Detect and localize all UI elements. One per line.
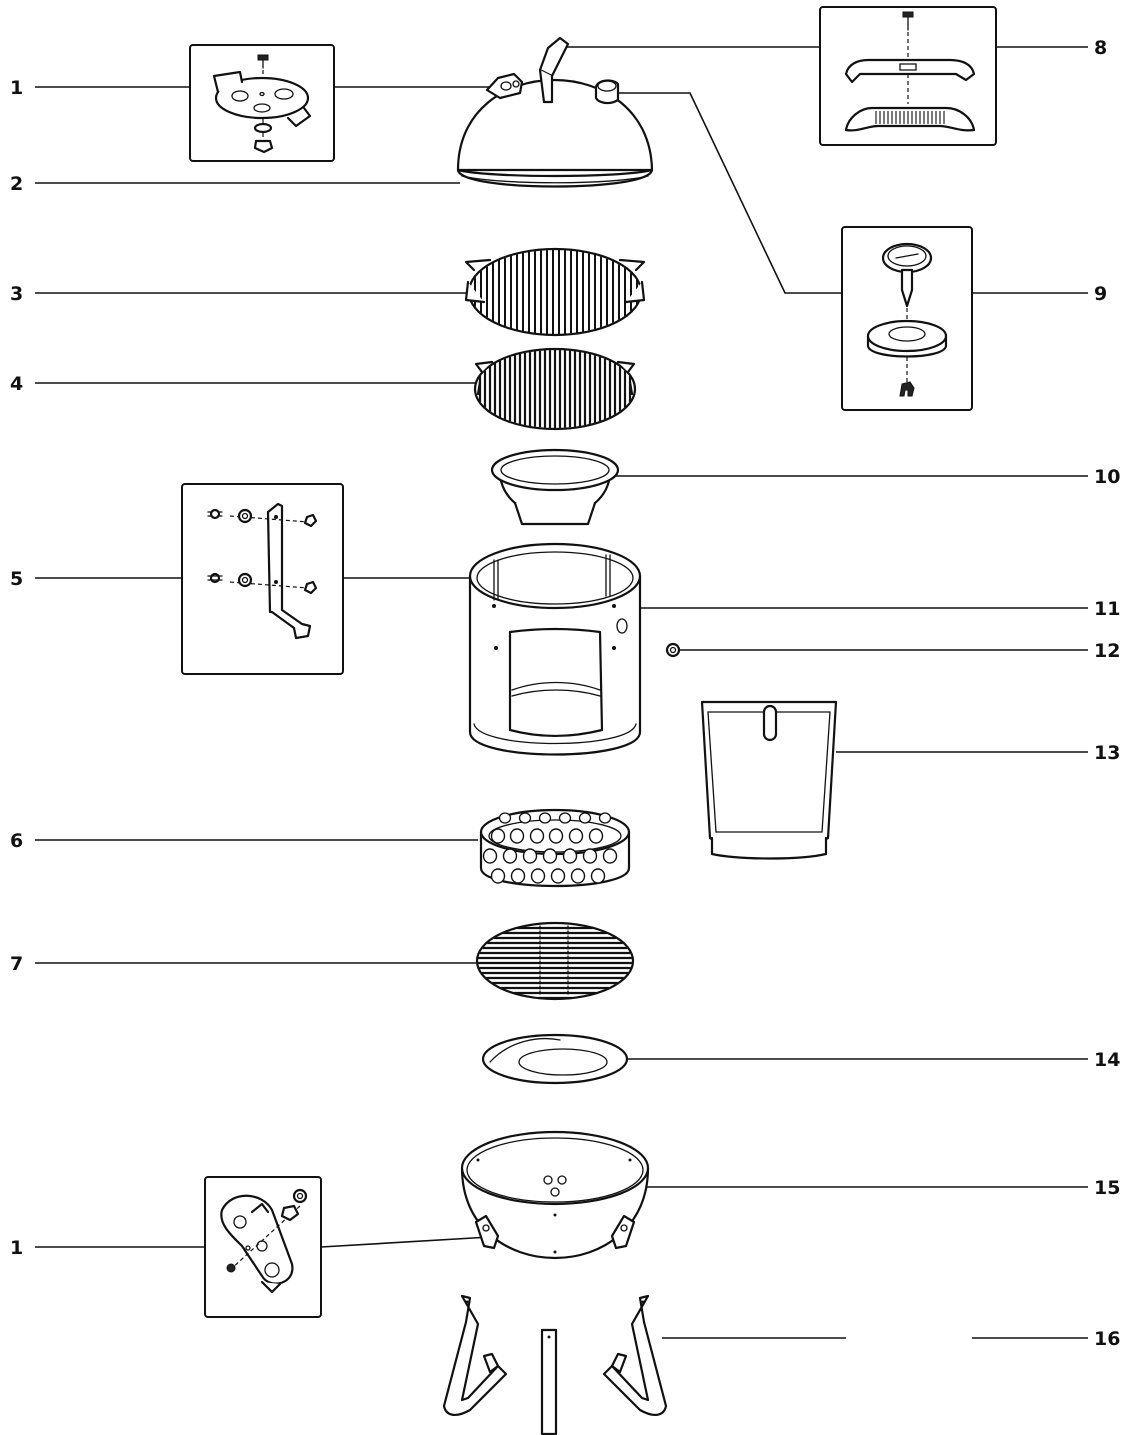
- handle-grip-ribs: [875, 111, 945, 124]
- water-pan: [490, 448, 620, 526]
- ring-hole: [490, 828, 506, 844]
- ring-hole: [598, 812, 612, 824]
- ring-hole: [530, 868, 546, 884]
- ring-hole: [562, 848, 578, 864]
- ring-holes: [482, 812, 618, 884]
- callout-16: 16: [1094, 1328, 1120, 1350]
- callout-1-top: 1: [10, 77, 23, 99]
- ring-hole: [588, 828, 604, 844]
- ring-hole: [518, 812, 532, 824]
- ring-hole: [502, 848, 518, 864]
- ash-pan: [481, 1033, 629, 1085]
- damper-detail-box-top: [189, 44, 335, 162]
- grommet: [665, 642, 681, 658]
- lid: [456, 36, 654, 188]
- callout-12: 12: [1094, 640, 1120, 662]
- ring-hole: [522, 848, 538, 864]
- ring-hole: [558, 812, 572, 824]
- ring-hole: [582, 848, 598, 864]
- ring-hole: [482, 848, 498, 864]
- callout-labels: 1 2 3 4 5 6 7 1 8 9 10 11 12 13 14 15 16: [10, 37, 1120, 1350]
- ring-hole: [538, 812, 552, 824]
- grate-bars: [474, 250, 638, 334]
- ring-hole: [602, 848, 618, 864]
- ring-hole: [570, 868, 586, 884]
- charcoal-grate: [475, 921, 635, 1001]
- leader-lines: [35, 46, 1088, 1339]
- callout-14: 14: [1094, 1049, 1120, 1071]
- ring-hole: [568, 828, 584, 844]
- callout-6: 6: [10, 830, 23, 852]
- ring-hole: [550, 868, 566, 884]
- ring-hole: [498, 812, 512, 824]
- callout-13: 13: [1094, 742, 1120, 764]
- ring-hole: [590, 868, 606, 884]
- damper-detail-box-bottom: [204, 1176, 322, 1318]
- ring-hole: [542, 848, 558, 864]
- callout-3: 3: [10, 283, 23, 305]
- callout-15: 15: [1094, 1177, 1120, 1199]
- callout-1-bottom: 1: [10, 1237, 23, 1259]
- charcoal-ring: [479, 808, 631, 888]
- bowl: [460, 1130, 650, 1259]
- legs: [442, 1294, 668, 1435]
- middle-section: [468, 542, 642, 756]
- grate-bars: [478, 926, 632, 1000]
- callout-10: 10: [1094, 466, 1120, 488]
- callout-7: 7: [10, 953, 23, 975]
- callout-9: 9: [1094, 283, 1107, 305]
- handle-detail-box: [819, 6, 997, 146]
- grate-bars: [478, 350, 632, 428]
- thermometer-detail-box: [841, 226, 973, 411]
- ring-hole: [529, 828, 545, 844]
- ring-hole: [490, 868, 506, 884]
- callout-4: 4: [10, 373, 23, 395]
- access-door: [700, 700, 838, 860]
- cooking-grate-lower: [473, 347, 637, 431]
- callout-2: 2: [10, 173, 23, 195]
- cooking-grate-upper: [464, 247, 646, 337]
- ring-hole: [510, 868, 526, 884]
- ring-hole: [548, 828, 564, 844]
- callout-8: 8: [1094, 37, 1107, 59]
- ring-hole: [578, 812, 592, 824]
- callout-11: 11: [1094, 598, 1120, 620]
- bracket-detail-box: [181, 483, 344, 675]
- callout-5: 5: [10, 568, 23, 590]
- ring-hole: [509, 828, 525, 844]
